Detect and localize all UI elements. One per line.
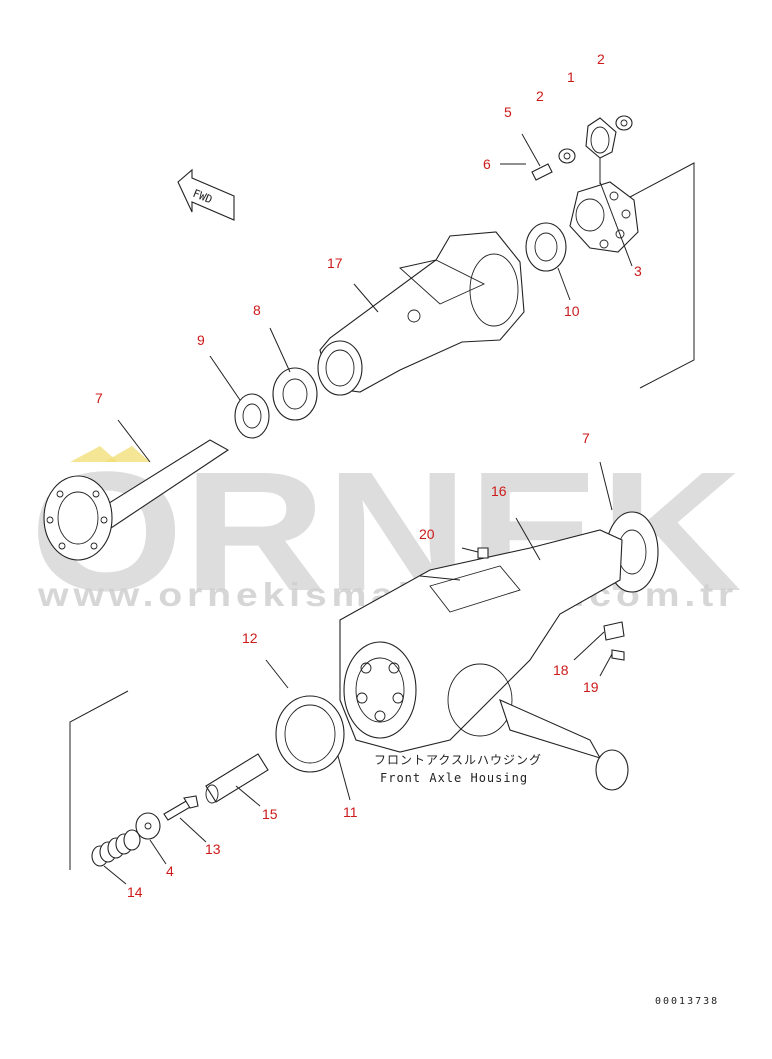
bolt-part-13 [163, 795, 207, 843]
watermark-accent-mark [70, 446, 118, 462]
ring-gear-part [275, 695, 351, 801]
callout-label: 20 [419, 526, 435, 542]
pin-part-12 [265, 659, 289, 689]
callout-label: 11 [343, 804, 358, 820]
callout-label: 14 [127, 884, 143, 900]
front-axle-housing-body [339, 517, 629, 791]
callout-label: 7 [582, 430, 590, 446]
hub-part [585, 117, 617, 184]
axle-housing-part [317, 231, 525, 396]
callout-label: 16 [491, 483, 507, 499]
bearing-part-8 [269, 327, 318, 421]
shim-stack-part [91, 829, 141, 885]
callout-label: 2 [536, 88, 544, 104]
caption-japanese: フロントアクスルハウジング [374, 753, 542, 767]
callout-label: 9 [197, 332, 205, 348]
nut-part [615, 115, 633, 131]
fwd-arrow-icon: FWD [177, 168, 235, 221]
callout-label: 4 [166, 863, 174, 879]
callout-label: 13 [205, 841, 221, 857]
callout-label: 18 [553, 662, 569, 678]
callout-label: 15 [262, 806, 278, 822]
callout-label: 5 [504, 104, 512, 120]
screw-part-19 [599, 649, 625, 677]
washer-part [135, 812, 167, 865]
callout-label: 10 [564, 303, 580, 319]
callout-labels: 1 2 2 3 4 5 6 7 7 8 9 10 11 12 13 14 15 … [95, 51, 642, 900]
pin-part [521, 133, 553, 181]
callout-label: 12 [242, 630, 258, 646]
document-number: 00013738 [655, 996, 719, 1007]
axle-shaft-part [43, 419, 230, 561]
group-bracket-lower [69, 690, 129, 870]
callout-label: 8 [253, 302, 261, 318]
callout-label: 19 [583, 679, 599, 695]
callout-label: 3 [634, 263, 642, 279]
small-nut-part [558, 148, 576, 164]
callout-label: 7 [95, 390, 103, 406]
carrier-flange-part [569, 181, 639, 267]
caption-english: Front Axle Housing [380, 771, 528, 785]
callout-label: 2 [597, 51, 605, 67]
bolt-part-20 [461, 547, 489, 559]
watermark-accent-mark [104, 446, 150, 462]
callout-label: 1 [567, 69, 575, 85]
splined-shaft-part [205, 753, 269, 807]
callout-label: 6 [483, 156, 491, 172]
seal-ring-part [209, 355, 270, 439]
group-bracket-upper [629, 162, 695, 389]
callout-label: 17 [327, 255, 343, 271]
plate-part [573, 621, 625, 661]
bearing-part-10 [525, 222, 571, 301]
